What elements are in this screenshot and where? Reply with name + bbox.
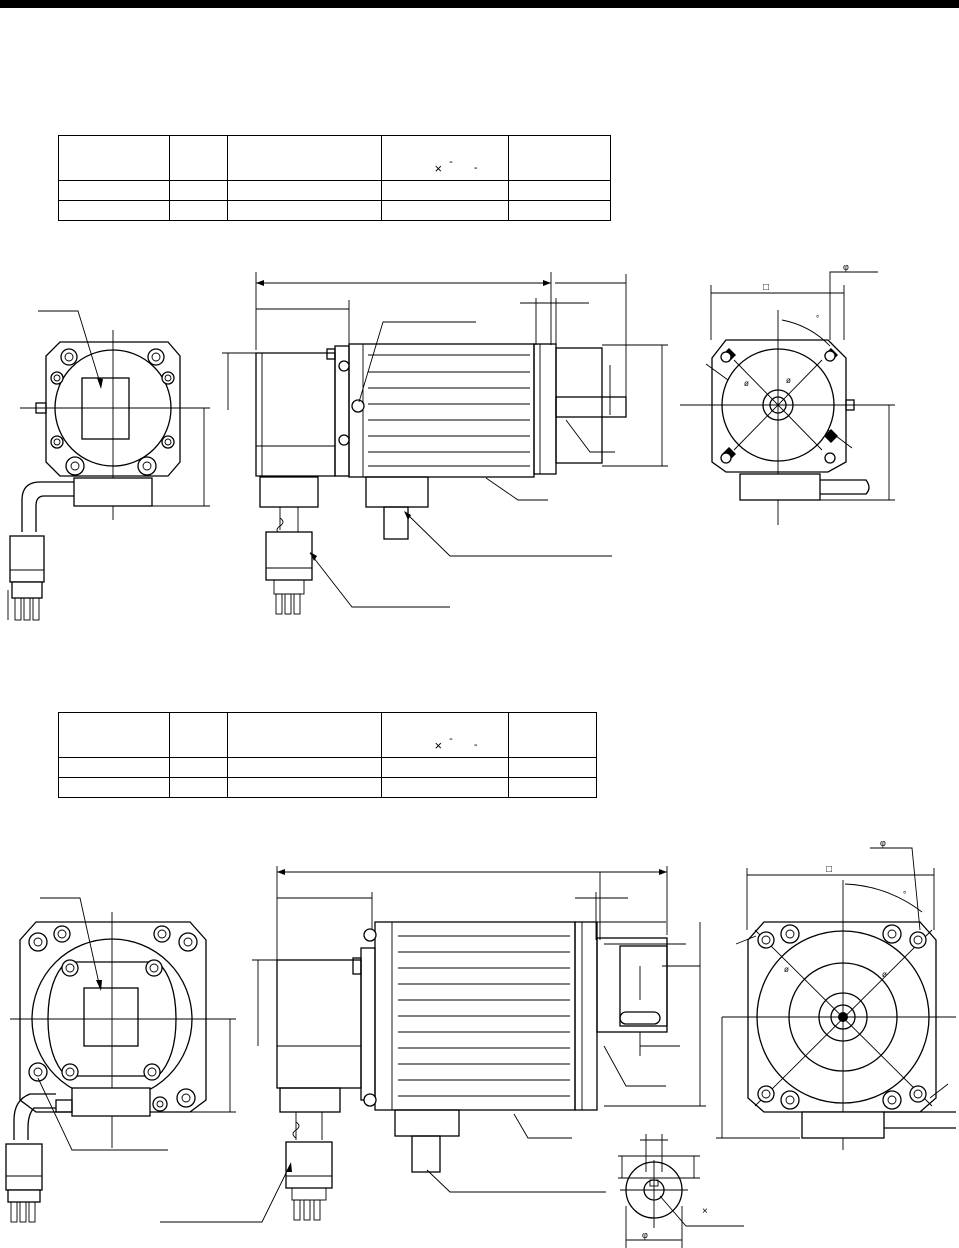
cross-mark: × [434,161,443,176]
square-symbol: □ [763,282,769,293]
bolt-icon [780,924,800,944]
upper-flange-end-view: □ φ ° ø ø [680,262,895,525]
diameter-symbol: ø [744,379,749,388]
bolt-icon [882,1090,902,1110]
table-row [58,777,597,798]
bolt-icon [153,925,171,943]
table-row [58,757,597,778]
bolt-icon [143,1063,161,1081]
table-header-row: × - - [58,135,611,181]
bolt-icon [757,931,775,949]
lower-encoder-end-view [5,897,236,1223]
bolt-icon [147,348,165,366]
bolt-icon [137,456,157,476]
degree-symbol: ° [903,890,906,899]
bolt-icon [145,959,163,977]
diameter-symbol: ø [882,970,887,979]
spec-table-upper: × - - [58,135,611,221]
lower-shaft-section: φ × [618,1134,744,1248]
bolt-icon [61,959,79,977]
table-header-cell [227,712,382,758]
bolt-icon [65,456,85,476]
cross-symbol: × [702,1206,708,1217]
bolt-icon [152,1096,168,1112]
bolt-icon [780,1090,800,1110]
table-header-cell [227,135,382,181]
bolt-icon [161,371,175,385]
lower-side-view [160,866,706,1223]
bolt-icon [50,371,64,385]
diameter-symbol: ø [786,376,791,385]
bolt-icon [28,932,48,952]
bolt-icon [882,924,902,944]
table-row [58,180,611,201]
table-header-cell [508,135,611,181]
diameter-symbol: ø [784,965,789,974]
dash-mark: - [473,162,478,174]
bolt-icon [50,435,64,449]
lower-flange-end-view: □ φ ° ø ø [716,838,956,1150]
square-symbol: □ [826,864,832,875]
page-header-rule [0,0,959,8]
cross-mark: × [434,738,443,753]
dash-mark: - [473,739,478,751]
bolt-icon [28,1062,48,1082]
table-cell [508,200,611,221]
bolt-icon [60,348,78,366]
dash-mark: - [449,733,453,745]
bolt-icon [909,1085,927,1103]
table-header-cell: × - - [381,712,509,758]
spec-table-lower: × - - [58,712,597,798]
bolt-icon [757,1085,775,1103]
bolt-icon [161,435,175,449]
dash-mark: - [449,156,453,168]
table-cell [508,777,597,798]
bolt-icon [61,1063,79,1081]
phi-symbol: φ [880,838,886,848]
bolt-icon [909,931,927,949]
table-header-row: × - - [58,712,597,758]
phi-symbol: φ [642,1230,648,1240]
upper-side-view [222,272,668,615]
bolt-icon [53,925,71,943]
table-row [58,200,611,221]
degree-symbol: ° [816,314,819,323]
phi-symbol: φ [843,262,849,272]
bolt-icon [176,1088,196,1108]
bolt-icon [178,932,198,952]
table-header-cell [169,712,228,758]
upper-encoder-end-view [7,310,210,621]
